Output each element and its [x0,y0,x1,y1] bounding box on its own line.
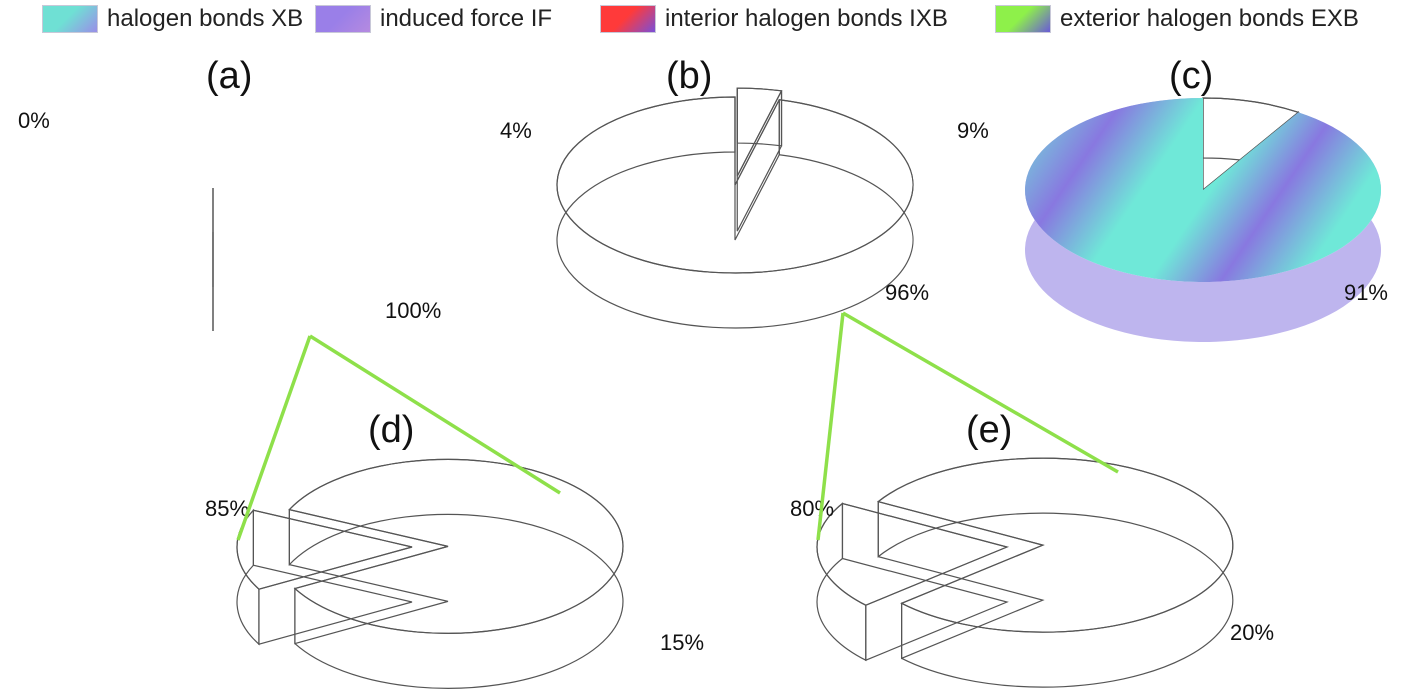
pie-slice [1025,98,1381,343]
pie-slice-walls [841,502,1009,662]
data-label: 85% [205,496,249,521]
connector-line [236,335,312,541]
pie-slice-side [816,502,867,662]
data-label: 20% [1230,620,1274,645]
pie-slice-walls [877,500,1045,660]
pie-1: (b) 4% 96% [500,55,929,329]
pie-2: (c) 9% 91% [957,55,1388,343]
pie-slice-top [736,87,783,177]
pie-slice-walls [252,509,413,645]
legend-item-xb: halogen bonds XB [42,4,303,34]
legend-label-ixb: interior halogen bonds IXB [665,5,948,32]
data-label: 100% [385,298,441,323]
data-label: 80% [790,496,834,521]
pie-slice [288,458,624,689]
legend-label-exb: exterior halogen bonds EXB [1060,5,1359,32]
pie-slice-top [876,457,1234,633]
pie-slice-top [816,502,1009,606]
legend-label-xb: halogen bonds XB [107,5,304,32]
panel-title: (b) [666,55,712,97]
legend-item-exb: exterior halogen bonds EXB [995,4,1359,34]
pie-slice [876,457,1234,688]
pie-slice-top [1025,98,1381,282]
pie-slice [816,502,1009,662]
pie-slice [736,87,783,232]
data-label: 91% [1344,280,1388,305]
panel-title: (e) [966,409,1012,451]
panel-title: (a) [206,55,252,97]
connector-line [816,312,845,541]
pie-3: (d) 85% 15% [205,409,704,689]
connector-line [309,334,561,495]
pie-slice [236,508,413,646]
legend-swatch-xb [42,5,98,33]
data-label: 0% [18,108,50,133]
pie-slice-top [288,458,624,634]
legend-swatch-exb [995,5,1051,33]
pie-slice-top [556,96,914,274]
pie-4: (e) 80% 20% [790,409,1274,688]
panel-title: (d) [368,409,414,451]
data-label: 96% [885,280,929,305]
data-label: 4% [500,118,532,143]
pie-slice-side [877,457,1234,688]
legend-label-if: induced force IF [380,5,553,32]
data-label: 9% [957,118,989,143]
legend-swatch-ixb [600,5,656,33]
panel-title: (c) [1169,55,1213,97]
pie-slice-walls [736,88,783,232]
legend-item-ixb: interior halogen bonds IXB [600,4,948,34]
pie-slice-top [236,509,413,590]
data-label: 15% [660,630,704,655]
connector-line [842,311,1119,474]
pie-slice-top [1202,97,1300,192]
pie-slice [556,96,914,329]
pie-slice-side [288,458,624,689]
legend-swatch-if [315,5,371,33]
legend: halogen bonds XB induced force IF interi… [0,0,1418,44]
pie-0: (a) 0% 100% [18,55,441,331]
legend-item-if: induced force IF [315,4,552,34]
